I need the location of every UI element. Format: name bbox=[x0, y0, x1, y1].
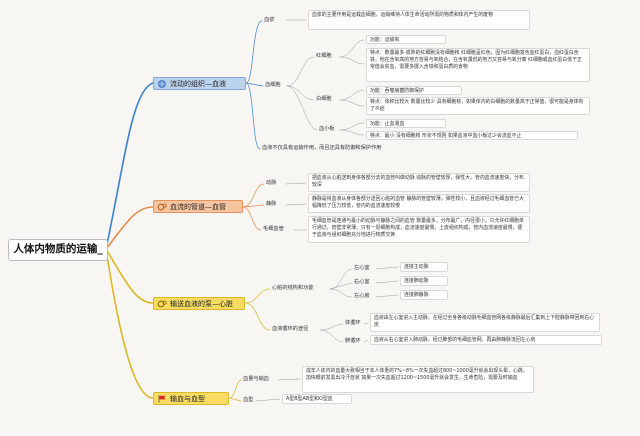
branch-line bbox=[286, 85, 315, 101]
root-topic[interactable]: 人体内物质的运输_ bbox=[8, 239, 108, 261]
branch-line bbox=[339, 129, 365, 136]
branch-line bbox=[329, 282, 353, 290]
branch-line bbox=[277, 378, 301, 381]
red-cell-function: 功能：运输氧 bbox=[366, 35, 446, 44]
branch-line bbox=[339, 99, 365, 107]
flag-icon bbox=[158, 395, 166, 403]
branch-line bbox=[105, 248, 154, 304]
node-blood-summary[interactable]: 血液不仅具有运输作用，而且还具有防御和保护作用 bbox=[262, 145, 382, 151]
white-cell-features: 特点：体积比较大 数量比较少 具有细胞核，如果体内的白细胞的数量高于正常值，很可… bbox=[366, 97, 590, 115]
branch-line bbox=[363, 339, 369, 343]
platelet-features: 特点：最小 没有细胞核 形状不规则 如果血液中血小板过少会流血不止 bbox=[366, 131, 578, 140]
node-capillary[interactable]: 毛细血管 bbox=[263, 226, 284, 232]
branch-line bbox=[245, 82, 264, 87]
capillary-desc: 毛细血管是连通与最小的动脉与静脉之间的血管 数量最多，分布最广，内径很小，只允许… bbox=[308, 216, 530, 243]
branch-line bbox=[105, 248, 154, 399]
branch-line bbox=[244, 288, 271, 304]
left-atrium-desc: 连接肺静脉 bbox=[400, 290, 448, 300]
branch-line bbox=[339, 122, 365, 131]
topic-vessels[interactable]: 血流的管道—血管 bbox=[153, 200, 243, 213]
branch-line bbox=[245, 82, 261, 150]
branch-line bbox=[286, 85, 318, 131]
branch-line bbox=[242, 183, 265, 208]
node-vein[interactable]: 静脉 bbox=[266, 201, 277, 207]
gears-icon bbox=[157, 203, 167, 211]
gears-icon bbox=[157, 300, 167, 308]
branch-line bbox=[286, 56, 315, 87]
red-cell-features: 特点：数量最多 成熟的红细胞没有细胞核 红细胞呈红色，因为红细胞富含血红蛋白，血… bbox=[366, 48, 590, 82]
systemic-desc: 血液由左心室进入主动脉，在经过全身各级动脉毛细血管网各级静脉最后汇集到上下腔静脉… bbox=[370, 313, 600, 332]
topic-label: 血流的管道—血管 bbox=[170, 203, 226, 211]
node-red-cell[interactable]: 红细胞 bbox=[316, 53, 332, 59]
branch-line bbox=[375, 280, 399, 284]
white-cell-function: 功能：吞噬病菌防御保护 bbox=[366, 86, 462, 95]
globe-icon bbox=[158, 80, 166, 88]
node-heart-structure[interactable]: 心脏的结构和功能 bbox=[272, 285, 314, 291]
branch-line bbox=[363, 322, 369, 325]
branch-line bbox=[339, 56, 365, 65]
vein-desc: 静脉是将血液从身体各部分送回心脏的血管 静脉的管壁较薄，弹性较小，且血液经过毛细… bbox=[308, 194, 530, 213]
plasma-desc: 血浆的主要作用是运载血细胞，运输维持人体生命活动所需的物质和体内产生的废物 bbox=[308, 10, 530, 30]
node-right-ventricle[interactable]: 右心室 bbox=[354, 279, 370, 285]
node-blood-type[interactable]: 血型 bbox=[243, 397, 254, 403]
blood-volume-desc: 成年人体内的血量大致相当于本人体重的7%~8%一次失血超过800~1000毫升就… bbox=[302, 366, 534, 393]
topic-label: 流动的组织—血液 bbox=[170, 80, 226, 88]
node-systemic[interactable]: 体循环 bbox=[345, 320, 361, 326]
branch-line bbox=[339, 39, 365, 58]
branch-line bbox=[285, 182, 307, 185]
branch-line bbox=[105, 206, 154, 250]
branch-line bbox=[319, 323, 344, 331]
node-circulation[interactable]: 血液循环的途径 bbox=[272, 326, 309, 332]
branch-line bbox=[245, 20, 263, 84]
blood-type-desc: A型B型AB型和O型血 bbox=[282, 394, 352, 404]
branch-line bbox=[329, 288, 353, 298]
node-left-ventricle[interactable]: 左心室 bbox=[354, 265, 370, 271]
node-blood-cells[interactable]: 血细胞 bbox=[265, 82, 281, 88]
branch-line bbox=[255, 398, 281, 402]
branch-line bbox=[244, 302, 271, 331]
platelet-function: 功能：止血凝血 bbox=[366, 119, 446, 128]
topic-blood[interactable]: 流动的组织—血液 bbox=[153, 77, 246, 90]
node-left-atrium[interactable]: 左心房 bbox=[354, 293, 370, 299]
topic-transfusion[interactable]: 输血与血型 bbox=[153, 392, 229, 405]
node-blood-volume[interactable]: 血量与输血 bbox=[243, 376, 269, 382]
node-artery[interactable]: 动脉 bbox=[266, 180, 277, 186]
branch-line bbox=[339, 89, 365, 101]
artery-desc: 把血液从心脏送到身体各部分去的血管叫做动脉 动脉的管壁较厚，弹性大，管内血流速度… bbox=[308, 173, 530, 192]
branch-line bbox=[285, 203, 307, 206]
node-pulmonary[interactable]: 肺循环 bbox=[345, 338, 361, 344]
branch-line bbox=[242, 204, 265, 208]
pulmonary-desc: 血液从右心室进入肺动脉，经过肺部的毛细血管网，再由肺静脉流回左心房 bbox=[370, 335, 602, 345]
node-platelet[interactable]: 血小板 bbox=[319, 126, 335, 132]
branch-line bbox=[228, 379, 242, 399]
branch-line bbox=[105, 82, 154, 250]
branch-line bbox=[242, 206, 262, 231]
node-plasma[interactable]: 血浆 bbox=[264, 17, 275, 23]
right-ventricle-desc: 连接肺动脉 bbox=[400, 276, 448, 286]
branch-line bbox=[319, 329, 344, 343]
topic-label: 输血与血型 bbox=[170, 395, 205, 403]
left-ventricle-desc: 连接主动脉 bbox=[400, 262, 448, 272]
node-white-cell[interactable]: 白细胞 bbox=[316, 96, 332, 102]
topic-heart[interactable]: 输送血液的泵—心脏 bbox=[153, 297, 245, 310]
topic-label: 输送血液的泵—心脏 bbox=[170, 300, 233, 308]
branch-line bbox=[375, 266, 399, 270]
branch-line bbox=[375, 294, 399, 298]
branch-line bbox=[228, 397, 242, 402]
